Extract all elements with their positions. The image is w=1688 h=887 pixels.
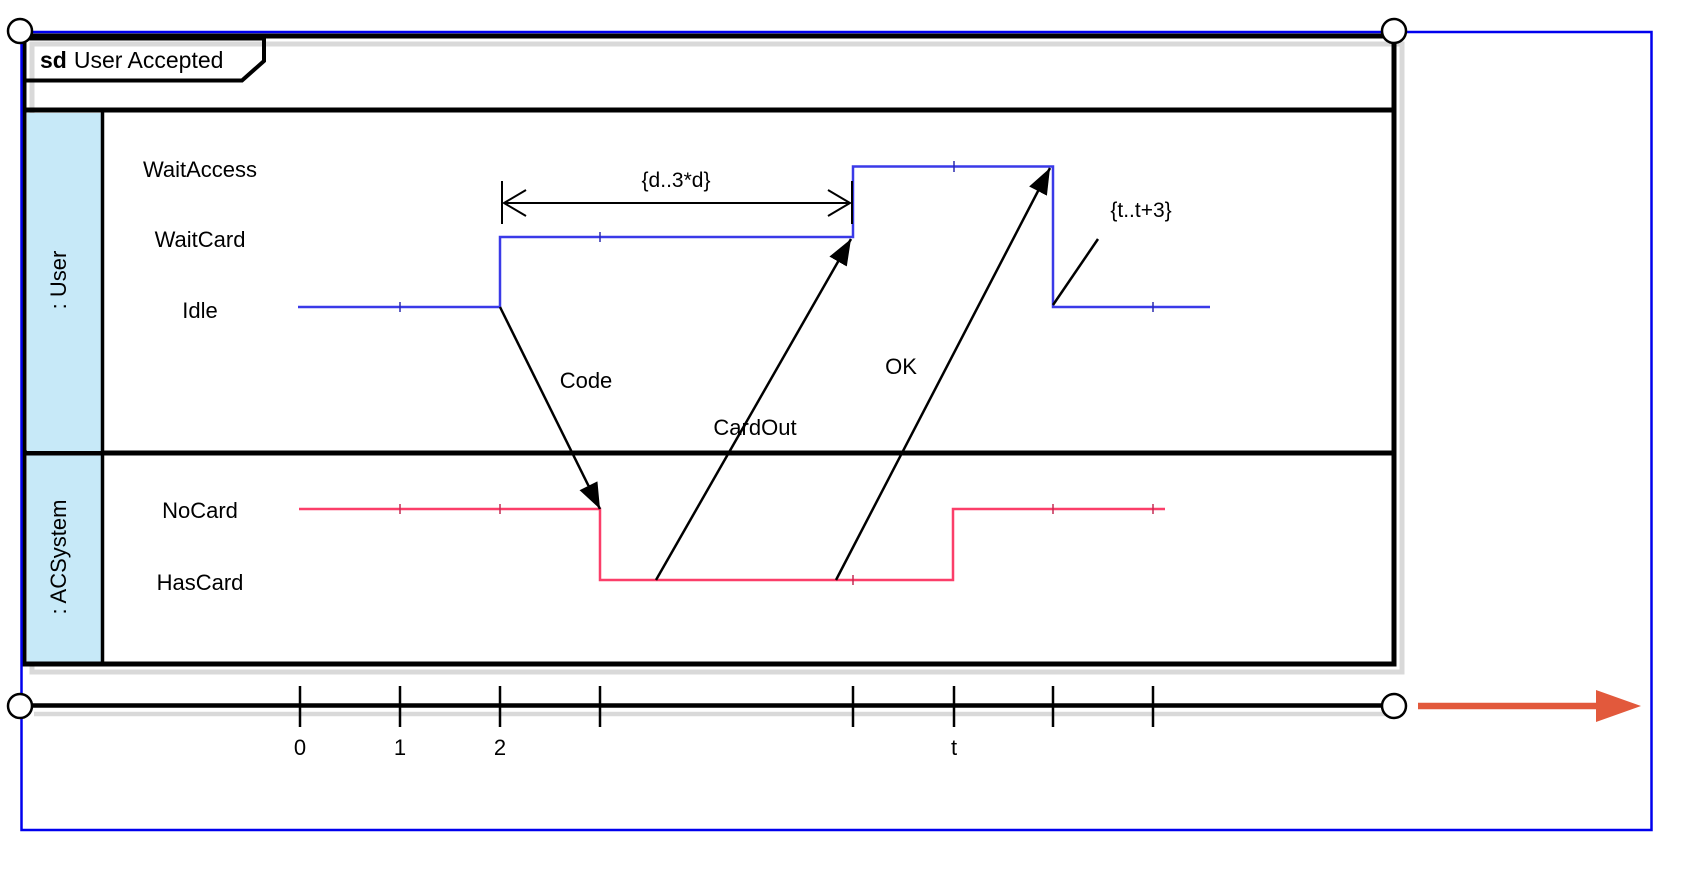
selection-outline <box>20 30 1653 832</box>
open-arrowhead-right-icon <box>827 189 852 217</box>
axis-tick-label-0: 0 <box>294 735 306 760</box>
message-code-arrow[interactable] <box>498 306 602 510</box>
user-timeline-line[interactable] <box>298 165 1210 309</box>
state-label-waitcard: WaitCard <box>155 227 246 252</box>
extend-arrow-head-icon <box>1596 690 1641 722</box>
lifeline-header-acsystem[interactable]: : ACSystem <box>27 453 105 663</box>
time-constraint[interactable]: {t..t+3} <box>1051 199 1172 306</box>
lifeline-acsystem-label: : ACSystem <box>46 500 71 615</box>
time-constraint-leader-line <box>1051 238 1100 306</box>
time-axis: 0 1 2 t <box>24 686 1394 760</box>
duration-constraint[interactable]: {d..3*d} <box>501 169 853 224</box>
selection-handle-top-right[interactable] <box>1380 17 1408 45</box>
state-label-nocard: NoCard <box>162 498 238 523</box>
message-ok[interactable]: OK <box>834 167 1052 581</box>
time-constraint-label: {t..t+3} <box>1110 199 1171 222</box>
frame-name: User Accepted <box>74 47 224 73</box>
axis-tick-label-t: t <box>951 735 957 760</box>
lifeline-header-acsystem-band[interactable] <box>27 455 101 662</box>
frame-keyword: sd <box>40 47 67 73</box>
frame-title: sd User Accepted <box>40 47 223 73</box>
lifeline-header-user[interactable]: : User <box>27 110 105 453</box>
frame-title-tab[interactable] <box>26 36 266 83</box>
state-label-idle: Idle <box>182 298 217 323</box>
selection-handle-bottom-left[interactable] <box>6 692 34 720</box>
message-ok-arrow[interactable] <box>834 167 1052 581</box>
message-cardout-arrow[interactable] <box>654 238 853 581</box>
selection-handle-top-left[interactable] <box>6 17 34 45</box>
axis-tick-label-1: 1 <box>394 735 406 760</box>
message-cardout[interactable]: CardOut <box>654 238 853 581</box>
duration-constraint-label: {d..3*d} <box>642 169 711 192</box>
message-ok-label: OK <box>885 354 917 379</box>
state-label-hascard: HasCard <box>157 570 244 595</box>
lifeline-header-user-band[interactable] <box>27 113 101 451</box>
message-code-label: Code <box>560 368 613 393</box>
diagram-frame[interactable] <box>21 33 1397 667</box>
message-cardout-label: CardOut <box>713 415 796 440</box>
message-code[interactable]: Code <box>498 306 613 510</box>
acsystem-state-timeline[interactable] <box>299 504 1165 585</box>
lifeline-user-label: : User <box>46 251 71 310</box>
axis-tick-label-2: 2 <box>494 735 506 760</box>
open-arrowhead-left-icon <box>502 189 527 217</box>
state-label-waitaccess: WaitAccess <box>143 157 257 182</box>
selection-handle-bottom-right[interactable] <box>1380 692 1408 720</box>
user-state-timeline[interactable] <box>298 161 1210 312</box>
timeline-extend-arrow[interactable] <box>1418 690 1641 722</box>
acsystem-timeline-line[interactable] <box>299 507 1165 582</box>
